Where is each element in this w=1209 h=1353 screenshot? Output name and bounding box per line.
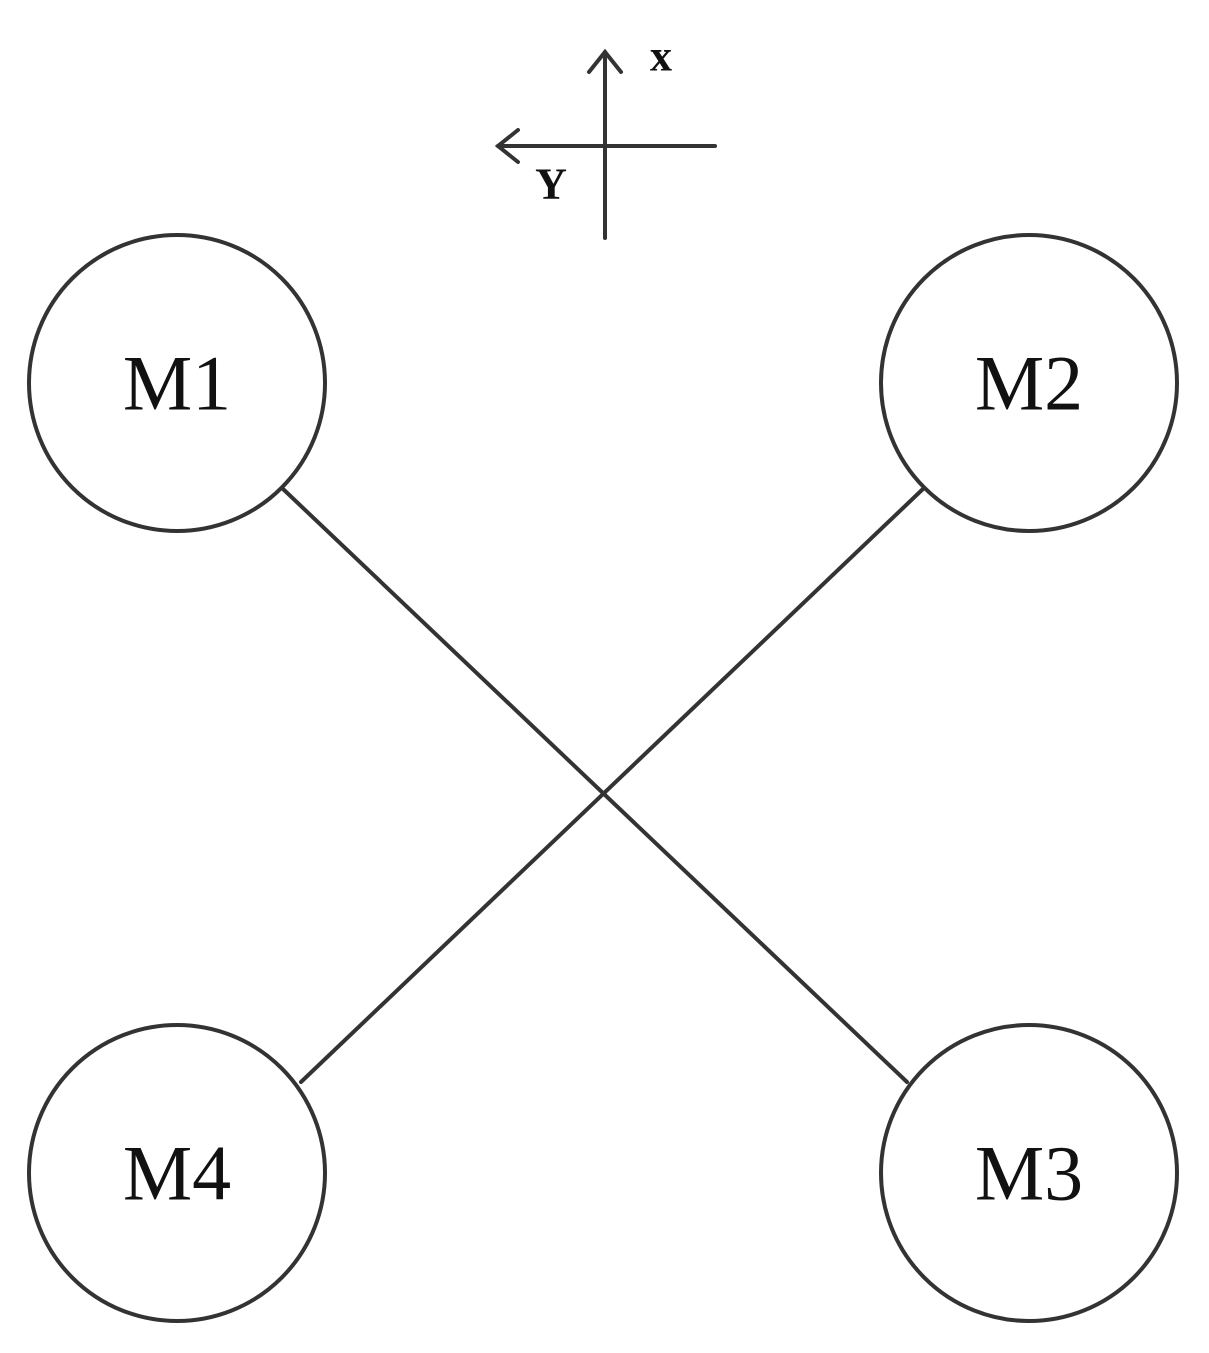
node-m4: M4 [27, 1023, 327, 1323]
node-m3-label: M3 [975, 1130, 1083, 1217]
y-axis-arrowhead-icon [494, 128, 520, 164]
link-m2-m4 [299, 486, 926, 1084]
y-axis-label: Y [535, 160, 567, 209]
x-axis-arrowhead-icon [587, 48, 623, 74]
axes-indicator: x Y [494, 32, 717, 240]
node-m4-circle [27, 1023, 327, 1323]
node-m3-circle [879, 1023, 1179, 1323]
link-m1-m3 [280, 486, 909, 1084]
node-m1: M1 [27, 233, 327, 533]
node-m2-label: M2 [975, 340, 1083, 427]
node-m1-label: M1 [123, 340, 231, 427]
node-m2: M2 [879, 233, 1179, 533]
node-m1-circle [27, 233, 327, 533]
links [280, 486, 926, 1084]
x-axis-label: x [650, 32, 672, 81]
node-m2-circle [879, 233, 1179, 533]
node-m3: M3 [879, 1023, 1179, 1323]
node-m4-label: M4 [123, 1130, 231, 1217]
